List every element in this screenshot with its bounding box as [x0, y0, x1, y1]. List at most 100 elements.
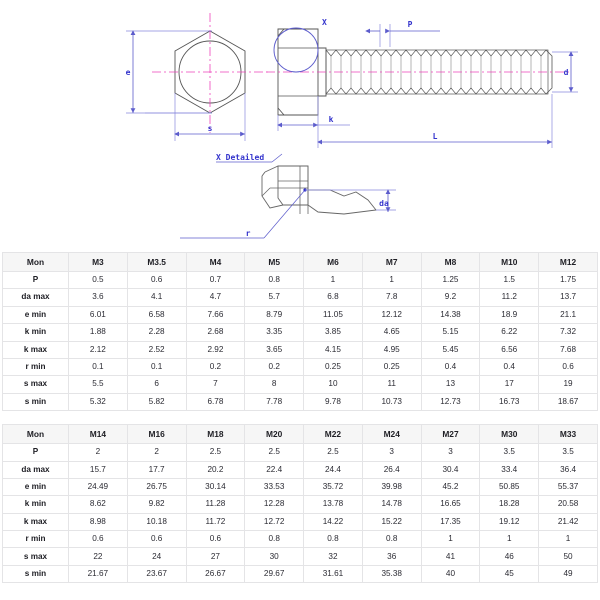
label-k: k [329, 115, 334, 124]
table-cell: 2.92 [185, 340, 246, 359]
table-cell: 0.8 [244, 530, 305, 549]
table-cell: 11.05 [303, 305, 363, 325]
table-cell: 5.82 [126, 392, 187, 412]
table-cell: 45.2 [420, 477, 481, 497]
table-cell: 8.79 [244, 305, 305, 325]
table-cell: 20.58 [538, 495, 598, 514]
table-cell: 22.4 [244, 460, 305, 479]
table-cell: 5.7 [244, 288, 305, 307]
table-cell: 1.25 [420, 270, 481, 290]
table-cell: 45 [479, 564, 540, 584]
table-cell: 6.01 [68, 305, 128, 325]
thread-crest-bottom [325, 87, 547, 95]
table-cell: 2.5 [185, 443, 246, 462]
row-label: da max [2, 288, 69, 307]
table-cell: 26.67 [185, 564, 246, 584]
table-cell: 18.28 [479, 495, 540, 514]
table-cell: 14.78 [361, 495, 422, 514]
table-cell: 10.18 [126, 512, 187, 532]
table-cell: 29.67 [244, 564, 305, 584]
table-cell: 4.15 [303, 340, 363, 359]
table-cell: 0.6 [68, 530, 128, 549]
table-cell: 4.1 [126, 288, 187, 307]
table-cell: 2.68 [185, 323, 246, 342]
table-cell: 12.72 [244, 512, 305, 532]
table-cell: 0.25 [303, 357, 363, 377]
table-cell: 1 [538, 530, 598, 549]
table-cell: 3.5 [538, 443, 598, 462]
table-cell: 5.5 [68, 375, 128, 394]
table-cell: 0.6 [185, 530, 246, 549]
row-label: s min [2, 564, 69, 584]
table-cell: 3.35 [244, 323, 305, 342]
table-cell: 7.32 [538, 323, 598, 342]
row-label: P [2, 443, 69, 462]
table-cell: 1.88 [68, 323, 128, 342]
table-cell: 11.28 [185, 495, 246, 514]
table-cell: 17.35 [420, 512, 481, 532]
detail-shank-fillet [307, 189, 377, 215]
column-header-size: M14 [68, 424, 128, 445]
table-separator [0, 411, 600, 424]
label-p: P [408, 20, 413, 29]
table-cell: 3.65 [244, 340, 305, 359]
table-cell: 7.66 [185, 305, 246, 325]
table-cell: 21.1 [538, 305, 598, 325]
table-cell: 14.22 [303, 512, 363, 532]
table-cell: 6.8 [303, 288, 363, 307]
table-cell: 49 [538, 564, 598, 584]
table-cell: 8 [244, 375, 305, 394]
table-cell: 26.75 [126, 477, 187, 497]
table-cell: 35.72 [303, 477, 363, 497]
table-cell: 5.45 [420, 340, 481, 359]
table-cell: 0.7 [185, 270, 246, 290]
table-cell: 30.14 [185, 477, 246, 497]
label-detail-x: X [322, 18, 327, 27]
label-s: s [208, 124, 213, 133]
table-cell: 6.22 [479, 323, 540, 342]
table-cell: 3.6 [68, 288, 128, 307]
table-cell: 5.15 [420, 323, 481, 342]
table-cell: 7.68 [538, 340, 598, 359]
table-cell: 55.37 [538, 477, 598, 497]
table-cell: 39.98 [361, 477, 422, 497]
label-da: da [379, 199, 389, 208]
table-cell: 41 [420, 547, 481, 566]
table-cell: 1 [361, 270, 422, 290]
table-cell: 8.62 [68, 495, 128, 514]
table-cell: 19 [538, 375, 598, 394]
table-cell: 9.2 [420, 288, 481, 307]
bolt-side-view: X P d k [266, 18, 578, 148]
table-cell: 1.75 [538, 270, 598, 290]
table-cell: 36.4 [538, 460, 598, 479]
table-cell: 33.4 [479, 460, 540, 479]
table-cell: 30.4 [420, 460, 481, 479]
table-cell: 21.67 [68, 564, 128, 584]
detail-inner-edge [261, 187, 271, 197]
row-label: r min [2, 530, 69, 549]
table-cell: 6 [126, 375, 187, 394]
table-cell: 0.4 [479, 357, 540, 377]
table-cell: 6.58 [126, 305, 187, 325]
table-cell: 6.78 [185, 392, 246, 412]
table-cell: 11.2 [479, 288, 540, 307]
column-header-size: M4 [185, 252, 246, 272]
table-cell: 33.53 [244, 477, 305, 497]
table-cell: 0.2 [244, 357, 305, 377]
column-header-size: M12 [538, 252, 598, 272]
column-header-size: M6 [303, 252, 363, 272]
table-cell: 7.8 [361, 288, 422, 307]
technical-drawing: e s [0, 0, 600, 252]
row-label: k max [2, 512, 69, 532]
table-cell: 11 [361, 375, 422, 394]
